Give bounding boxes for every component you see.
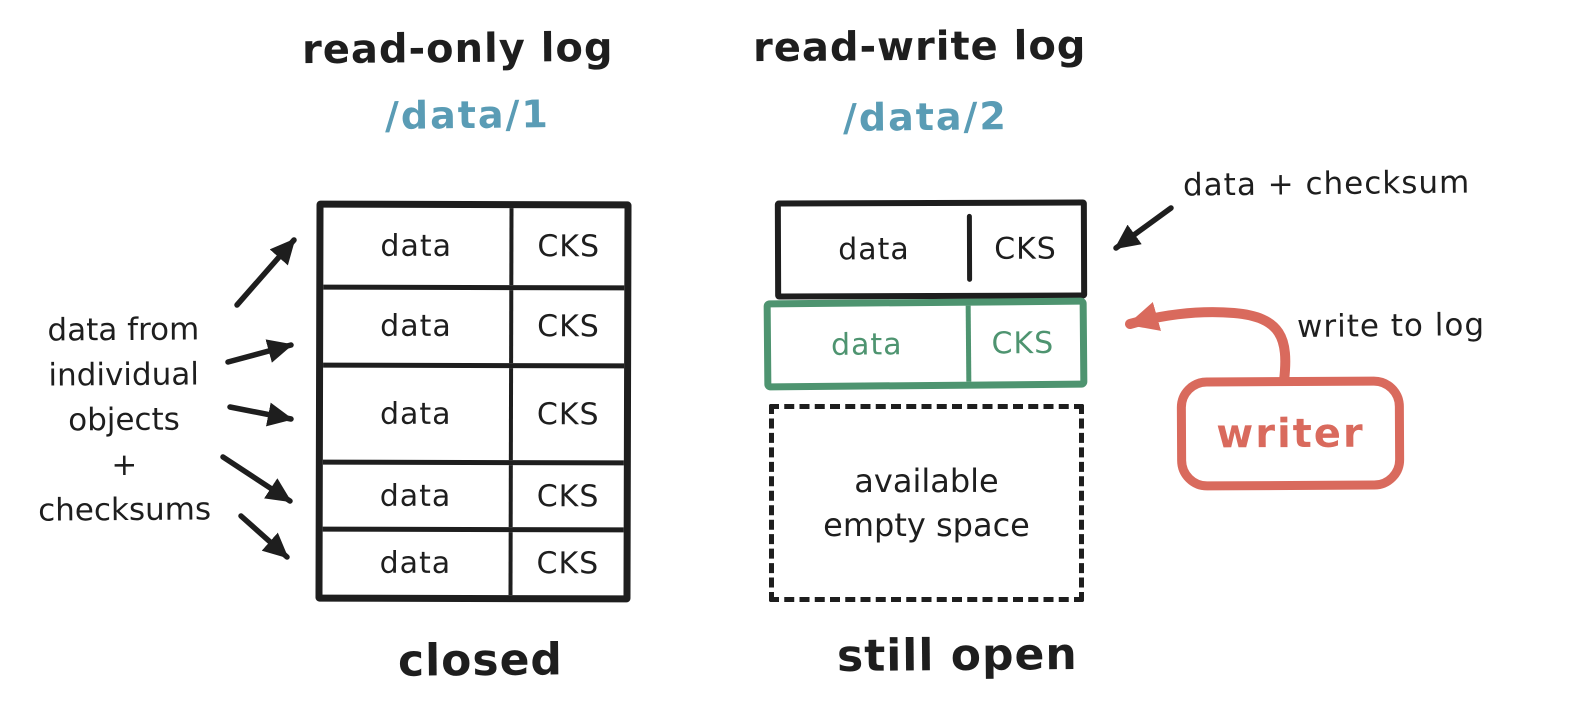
data-cell: data bbox=[830, 326, 903, 363]
data-cell: data bbox=[323, 207, 514, 286]
write-to-log-arrow bbox=[1125, 301, 1291, 386]
data-cell: data bbox=[323, 289, 513, 364]
writer-label: writer bbox=[1216, 410, 1365, 457]
side-note-line: checksums bbox=[38, 491, 212, 529]
data-plus-checksum-arrow bbox=[1113, 205, 1174, 251]
checksum-cell: CKS bbox=[536, 546, 600, 582]
data-cell: data bbox=[322, 367, 513, 461]
data-cell: data bbox=[322, 464, 513, 528]
writer-box: writer bbox=[1176, 376, 1405, 491]
log-entry-row: data CKS bbox=[323, 207, 625, 291]
left-log-status: closed bbox=[397, 634, 564, 687]
left-log-title: read-only log bbox=[301, 24, 614, 74]
right-log-path: /data/2 bbox=[842, 94, 1009, 140]
checksum-cell: CKS bbox=[537, 309, 600, 345]
side-note: data from individual objects + checksums bbox=[7, 307, 241, 534]
checksum-cell: CKS bbox=[537, 229, 601, 265]
left-log-path: /data/1 bbox=[384, 92, 551, 138]
side-note-line: objects bbox=[68, 401, 180, 439]
sealed-log-entry: data CKS bbox=[774, 199, 1088, 300]
checksum-cell: CKS bbox=[536, 478, 600, 514]
active-write-log-entry: data CKS bbox=[763, 297, 1088, 391]
log-entry-row: data CKS bbox=[323, 289, 625, 369]
log-entry-row: data CKS bbox=[322, 367, 625, 466]
data-cell: data bbox=[322, 531, 513, 596]
side-note-arrow-1 bbox=[234, 237, 297, 308]
checksum-cell: CKS bbox=[994, 231, 1057, 267]
side-note-line: data from bbox=[47, 311, 200, 349]
available-empty-space: available empty space bbox=[769, 404, 1084, 602]
side-note-line: + bbox=[111, 446, 138, 484]
log-entry-row: data CKS bbox=[322, 464, 624, 533]
log-entry-row: data CKS bbox=[322, 531, 623, 596]
right-log-status: still open bbox=[836, 628, 1078, 683]
checksum-cell: CKS bbox=[536, 396, 600, 432]
empty-space-line: empty space bbox=[823, 506, 1030, 544]
side-note-arrow-5 bbox=[238, 513, 290, 560]
data-cell: data bbox=[838, 232, 910, 268]
side-note-line: individual bbox=[48, 356, 200, 394]
read-only-log-table: data CKS data CKS data CKS data CKS data… bbox=[315, 200, 632, 603]
write-to-log-label: write to log bbox=[1296, 307, 1486, 345]
right-log-title: read-write log bbox=[752, 22, 1087, 72]
empty-space-line: available bbox=[854, 462, 999, 500]
checksum-cell: CKS bbox=[991, 325, 1055, 361]
data-plus-checksum-label: data + checksum bbox=[1182, 164, 1471, 204]
